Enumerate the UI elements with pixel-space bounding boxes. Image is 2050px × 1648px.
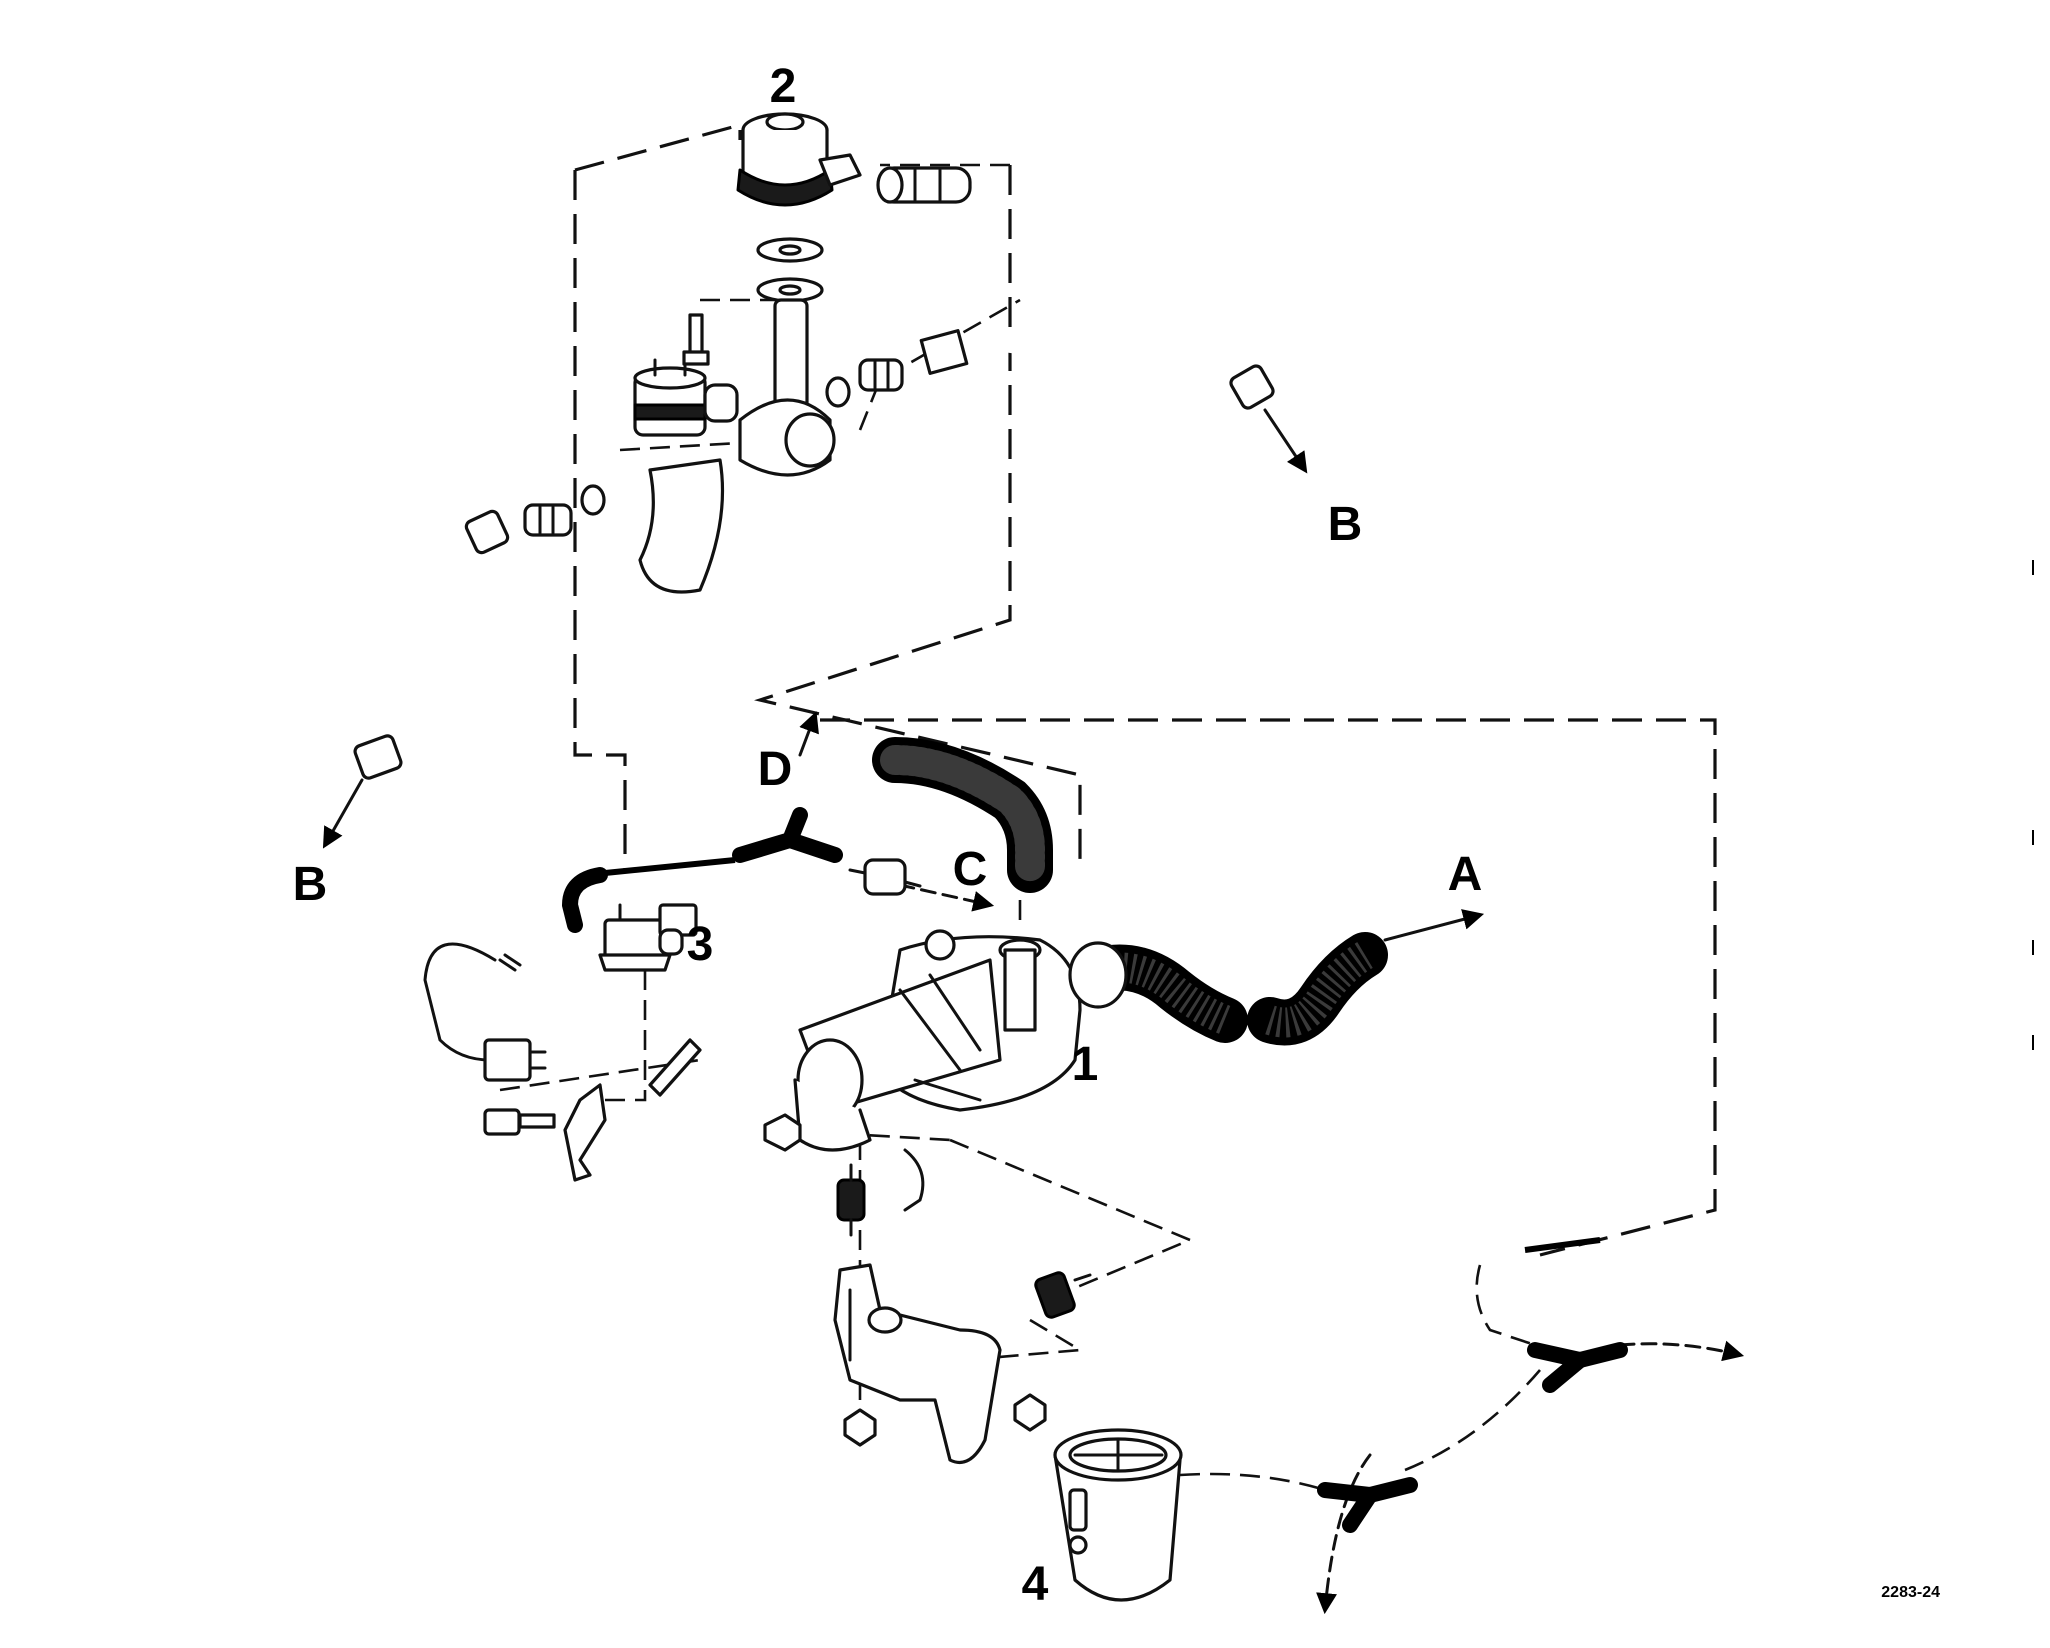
- tee-connector-lower-left: [1317, 1477, 1418, 1533]
- callout-3: 3: [687, 918, 714, 971]
- rubber-mount-upper: [836, 1163, 866, 1237]
- hose-lower: [1068, 932, 1388, 1046]
- callout-1: 1: [1072, 1038, 1099, 1091]
- rubber-mount-side: [1034, 1271, 1092, 1319]
- solenoid-bracket: [563, 1038, 702, 1182]
- pump-mounting-bracket: [833, 1263, 1002, 1465]
- fitting-right: [858, 358, 904, 392]
- flow-label-c: C: [953, 843, 988, 896]
- hose-upper: [872, 737, 1053, 893]
- bolt-manifold: [682, 313, 710, 366]
- fitting-left: [523, 503, 573, 537]
- flow-label-a: A: [1448, 848, 1483, 901]
- manifold-pipe-body: [638, 298, 836, 594]
- flow-label-b-right: B: [1328, 498, 1363, 551]
- check-valve-small: [848, 858, 922, 896]
- vacuum-switch: [633, 358, 707, 437]
- air-pump: [793, 929, 1082, 1152]
- tube-left: [353, 509, 510, 780]
- pump-wire: [903, 1148, 925, 1212]
- figure-reference: 2283-24: [1881, 1584, 1940, 1601]
- tube-right: [919, 329, 1275, 410]
- bolt-bracket: [483, 1108, 556, 1136]
- flow-arrows: [322, 408, 1745, 1615]
- air-filter-cup: [1053, 1428, 1183, 1602]
- tee-connector-lower-right: [1527, 1342, 1628, 1393]
- bracket-nut-bottom: [843, 1408, 877, 1447]
- callout-2: 2: [770, 60, 797, 113]
- wiring-harness: [423, 942, 547, 1082]
- solenoid-valve: [561, 867, 698, 972]
- vacuum-hose-run: [1179, 1237, 1601, 1492]
- washer-left: [580, 484, 606, 516]
- flow-label-b-left: B: [293, 858, 328, 911]
- bracket-nut-right: [1013, 1393, 1047, 1432]
- gasket-lower: [756, 277, 824, 303]
- spacer-sleeve: [703, 383, 739, 423]
- assembly-leader-lines: [499, 122, 1717, 1410]
- pump-nut-left: [763, 1113, 802, 1152]
- flow-label-d: D: [758, 743, 793, 796]
- vacuum-line: [604, 857, 736, 876]
- washer-right: [825, 376, 851, 408]
- air-switching-valve: [736, 112, 972, 207]
- gasket-upper: [756, 237, 824, 263]
- callout-4: 4: [1022, 1558, 1049, 1611]
- tee-connector-upper: [732, 807, 843, 863]
